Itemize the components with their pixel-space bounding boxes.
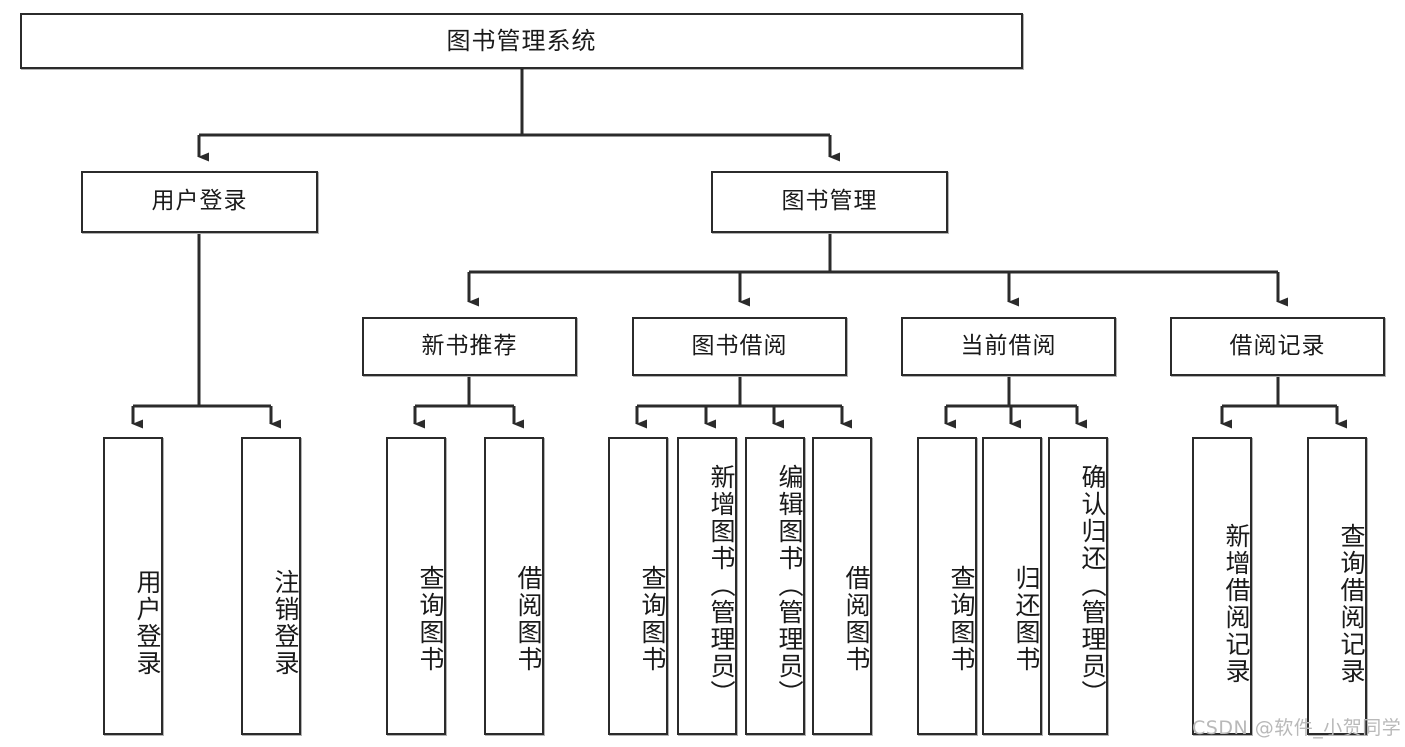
leaf-book-borrow-query-book[interactable]: 查询图书 bbox=[608, 437, 668, 735]
leaf-user-login-login[interactable]: 用户登录 bbox=[103, 437, 163, 735]
leaf-new-book-query-book[interactable]: 查询图书 bbox=[386, 437, 446, 735]
node-label: 确认归还（管理员） bbox=[1078, 463, 1107, 707]
node-label: 新书推荐 bbox=[421, 332, 518, 359]
leaf-book-borrow-borrow-book[interactable]: 借阅图书 bbox=[812, 437, 872, 735]
node-label: 图书管理 bbox=[781, 188, 878, 215]
node-label: 查询图书 bbox=[638, 565, 667, 673]
leaf-new-book-borrow-book[interactable]: 借阅图书 bbox=[484, 437, 544, 735]
node-new-book-recommend[interactable]: 新书推荐 bbox=[362, 317, 577, 376]
node-label: 借阅图书 bbox=[514, 565, 543, 673]
node-label: 借阅记录 bbox=[1229, 332, 1326, 359]
leaf-book-borrow-edit-book-admin[interactable]: 编辑图书（管理员） bbox=[745, 437, 805, 735]
leaf-current-borrow-query-book[interactable]: 查询图书 bbox=[917, 437, 977, 735]
node-label: 图书借阅 bbox=[691, 332, 788, 359]
node-label: 查询图书 bbox=[947, 565, 976, 673]
node-borrow-record[interactable]: 借阅记录 bbox=[1170, 317, 1385, 376]
leaf-borrow-record-add-record[interactable]: 新增借阅记录 bbox=[1192, 437, 1252, 735]
node-label: 用户登录 bbox=[133, 569, 162, 677]
node-label: 查询图书 bbox=[416, 565, 445, 673]
leaf-user-login-logout[interactable]: 注销登录 bbox=[241, 437, 301, 735]
node-book-management[interactable]: 图书管理 bbox=[711, 171, 948, 233]
node-label: 用户登录 bbox=[151, 188, 248, 215]
leaf-book-borrow-add-book-admin[interactable]: 新增图书（管理员） bbox=[677, 437, 737, 735]
node-label: 注销登录 bbox=[271, 569, 300, 677]
node-label: 图书管理系统 bbox=[446, 26, 597, 55]
node-current-borrow[interactable]: 当前借阅 bbox=[901, 317, 1116, 376]
node-label: 新增图书（管理员） bbox=[707, 463, 736, 707]
node-label: 当前借阅 bbox=[960, 332, 1057, 359]
node-label: 查询借阅记录 bbox=[1337, 523, 1366, 685]
node-user-login[interactable]: 用户登录 bbox=[81, 171, 318, 233]
node-label: 编辑图书（管理员） bbox=[775, 463, 804, 707]
node-label: 借阅图书 bbox=[842, 565, 871, 673]
leaf-current-borrow-return-book[interactable]: 归还图书 bbox=[982, 437, 1042, 735]
leaf-borrow-record-query-record[interactable]: 查询借阅记录 bbox=[1307, 437, 1367, 735]
node-book-borrow[interactable]: 图书借阅 bbox=[632, 317, 847, 376]
node-root-book-management-system[interactable]: 图书管理系统 bbox=[20, 13, 1023, 69]
leaf-current-borrow-confirm-return-admin[interactable]: 确认归还（管理员） bbox=[1048, 437, 1108, 735]
watermark-text: CSDN @软件_小贺同学 bbox=[1192, 717, 1402, 739]
node-label: 归还图书 bbox=[1012, 565, 1041, 673]
node-label: 新增借阅记录 bbox=[1222, 523, 1251, 685]
